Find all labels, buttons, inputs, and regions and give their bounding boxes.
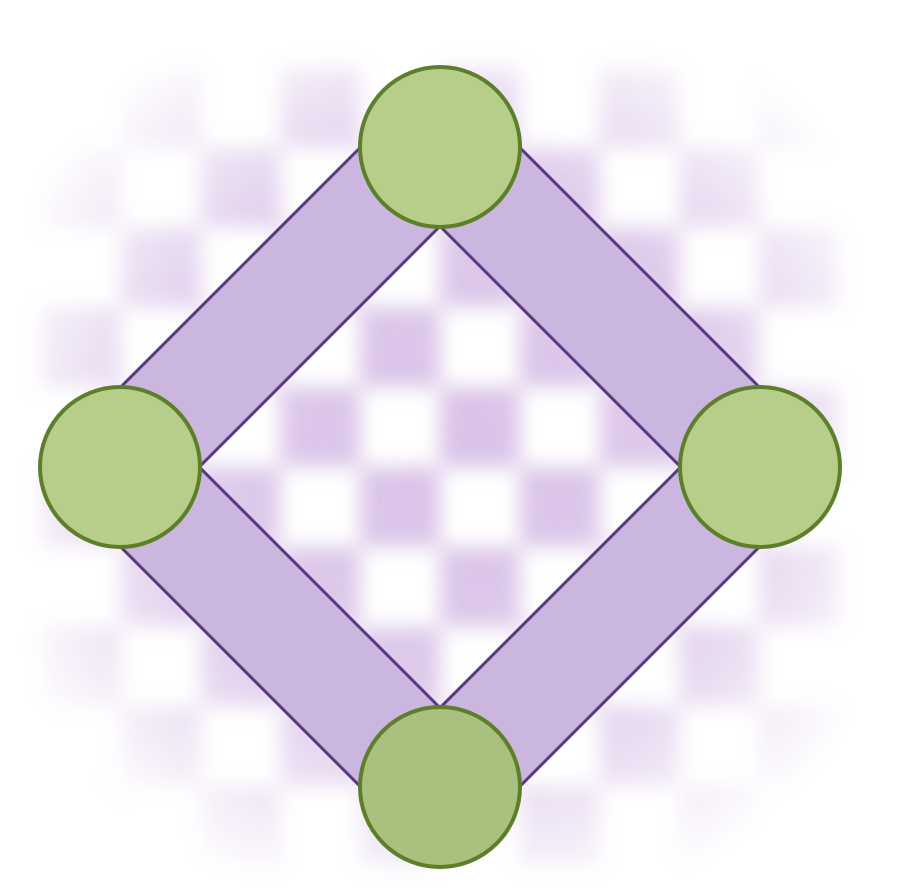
- checker-cell: [760, 67, 840, 147]
- checker-cell: [760, 227, 840, 307]
- checker-cell: [520, 467, 600, 547]
- checker-cell: [120, 707, 200, 787]
- checker-cell: [200, 147, 280, 227]
- checker-cell: [680, 627, 760, 707]
- checker-cell: [120, 67, 200, 147]
- checker-cell: [600, 707, 680, 787]
- checker-cell: [40, 307, 120, 387]
- checker-cell: [760, 707, 840, 787]
- checker-cell: [280, 67, 360, 147]
- checker-cell: [760, 547, 840, 627]
- checker-cell: [40, 787, 120, 867]
- checker-cell: [280, 387, 360, 467]
- checker-cell: [440, 387, 520, 467]
- checker-cell: [120, 227, 200, 307]
- node-layer: [38, 65, 842, 869]
- node-right: [678, 385, 842, 549]
- checker-cell: [520, 787, 600, 867]
- checker-cell: [360, 307, 440, 387]
- checker-cell: [360, 467, 440, 547]
- checker-cell: [40, 147, 120, 227]
- checker-cell: [680, 787, 760, 867]
- checker-cell: [200, 787, 280, 867]
- checker-cell: [40, 627, 120, 707]
- edge-layer: [78, 105, 802, 829]
- node-bottom: [358, 705, 522, 869]
- checker-cell: [600, 67, 680, 147]
- node-left: [38, 385, 202, 549]
- checker-cell: [440, 547, 520, 627]
- checker-cell: [680, 147, 760, 227]
- node-top: [358, 65, 522, 229]
